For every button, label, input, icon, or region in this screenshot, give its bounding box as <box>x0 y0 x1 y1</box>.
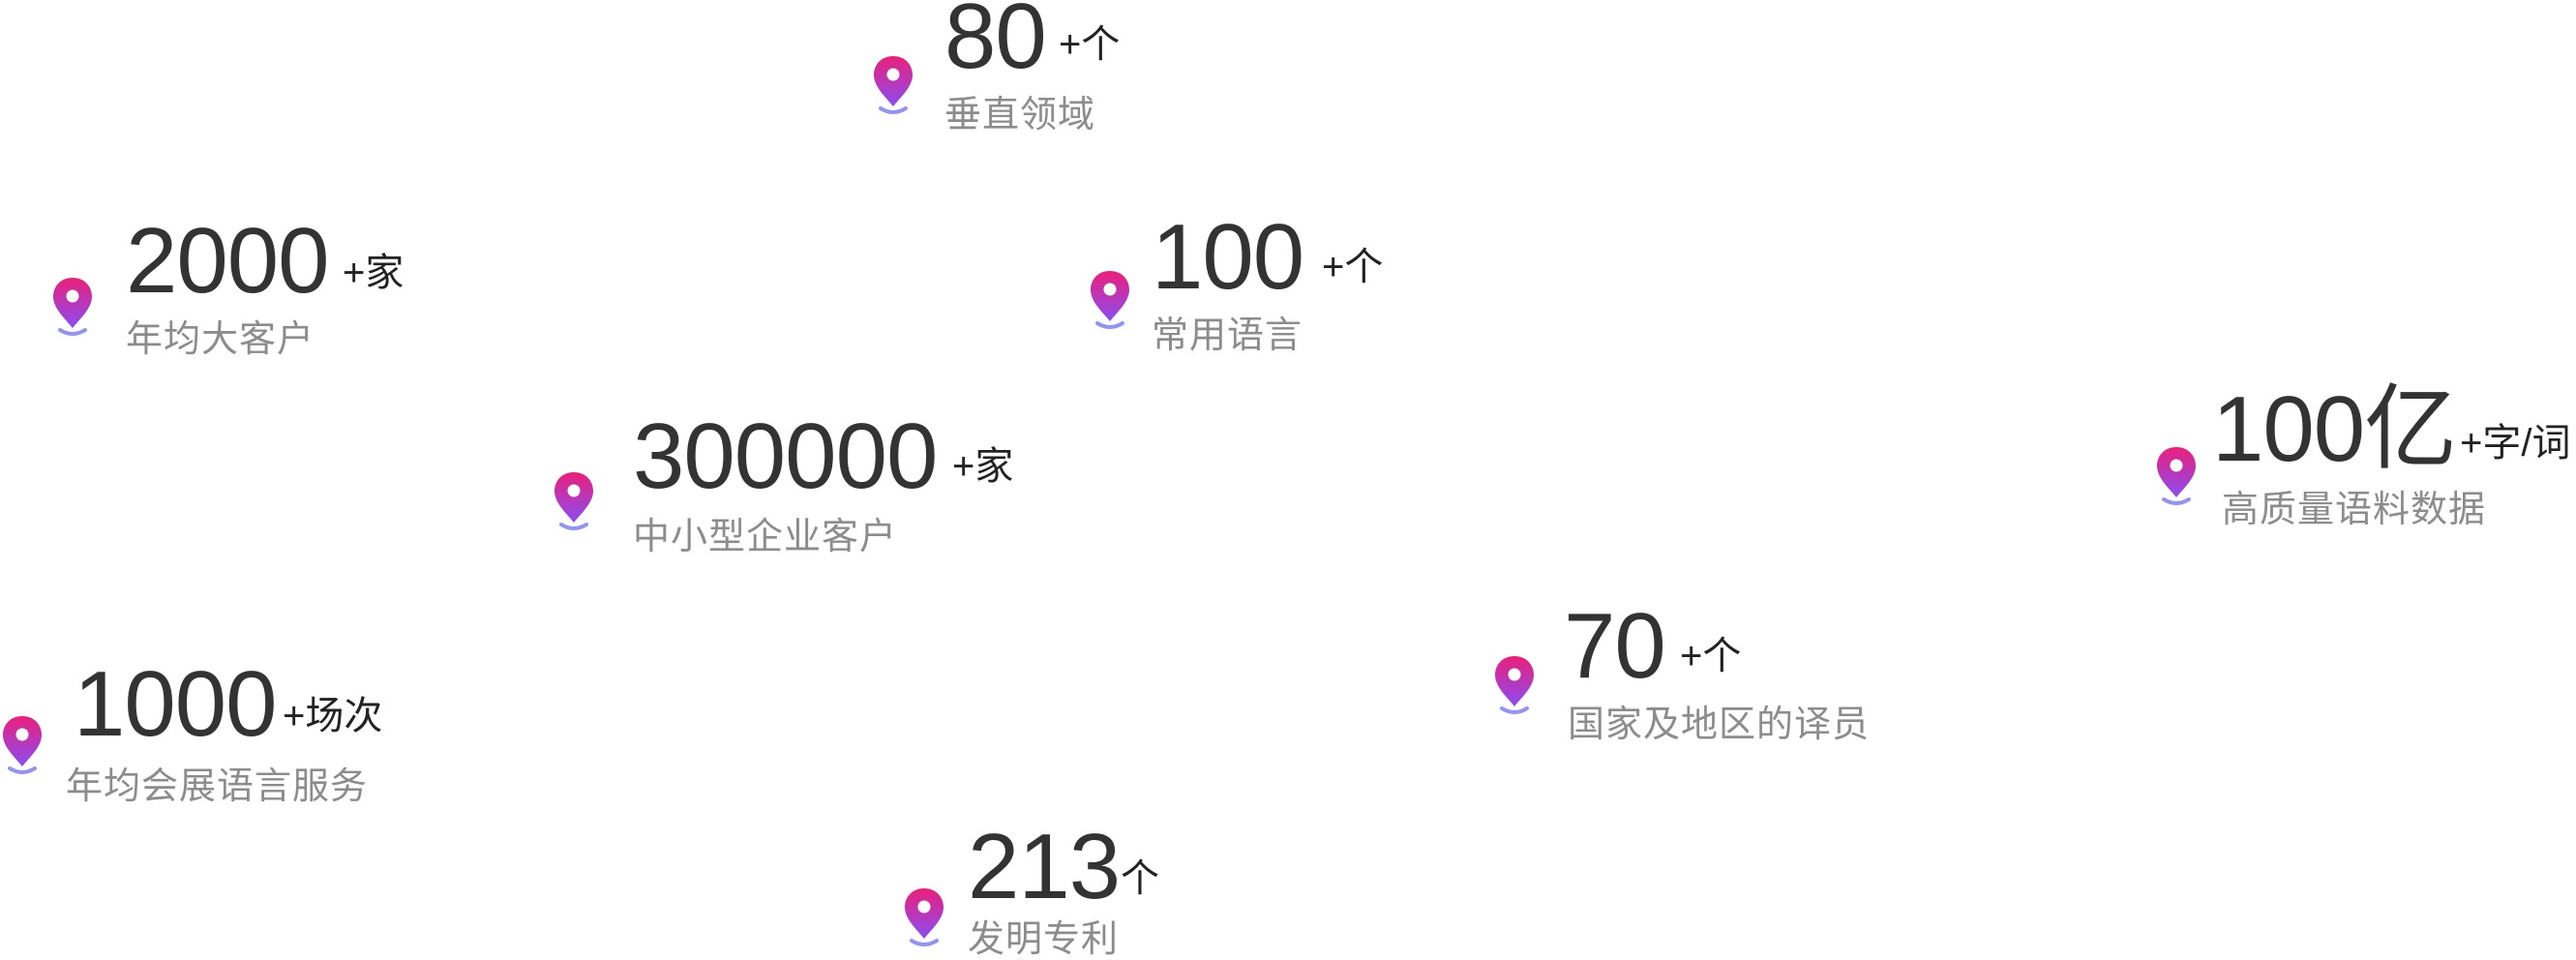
stat-label: 年均大客户 <box>126 319 315 360</box>
stat-suffix: +字/词 <box>2460 422 2571 465</box>
stat-common-languages: 100 +个 常用语言 <box>0 0 1383 354</box>
stat-number: 70 <box>1564 594 1666 698</box>
location-pin-icon <box>902 886 946 948</box>
stat-number: 100 <box>1152 205 1304 309</box>
stat-translators-countries: 70 +个 国家及地区的译员 <box>0 0 1869 743</box>
stat-label: 年均会展语言服务 <box>66 766 369 807</box>
stat-annual-major-clients: 2000 +家 年均大客户 <box>0 0 404 358</box>
stat-number: 80 <box>944 0 1047 88</box>
stat-number: 300000 <box>633 405 938 508</box>
stat-suffix: +个 <box>1680 635 1742 677</box>
stat-suffix: +家 <box>952 445 1014 488</box>
location-pin-icon <box>2154 445 2199 507</box>
stat-suffix: +场次 <box>283 695 383 737</box>
stat-label: 高质量语料数据 <box>2222 490 2487 530</box>
location-pin-icon <box>0 714 45 776</box>
stat-number: 213 <box>968 815 1121 918</box>
stat-suffix: 个 <box>1121 857 1159 900</box>
stat-sme-clients: 300000 +家 中小型企业客户 <box>0 0 1013 555</box>
stat-number: 2000 <box>126 209 330 313</box>
stat-exhibition-services: 1000 +场次 年均会展语言服务 <box>0 0 382 805</box>
stat-corpus-data: 100亿 +字/词 高质量语料数据 <box>0 0 2570 528</box>
location-pin-icon <box>552 470 596 532</box>
stat-number: 1000 <box>74 652 278 756</box>
stat-label: 国家及地区的译员 <box>1568 705 1871 745</box>
location-pin-icon <box>871 54 915 116</box>
location-pin-icon <box>1492 654 1537 716</box>
location-pin-icon <box>50 276 95 338</box>
stat-label: 中小型企业客户 <box>633 517 898 557</box>
location-pin-icon <box>1088 269 1132 331</box>
stat-number: 100亿 <box>2212 377 2457 481</box>
stat-suffix: +个 <box>1059 23 1121 66</box>
stat-suffix: +家 <box>343 252 404 294</box>
stat-vertical-domains: 80 +个 垂直领域 <box>0 0 1120 134</box>
stat-label: 发明专利 <box>968 919 1120 960</box>
stat-label: 常用语言 <box>1152 315 1303 356</box>
stat-patents: 213 个 发明专利 <box>0 0 1159 958</box>
stat-label: 垂直领域 <box>944 95 1096 135</box>
stat-suffix: +个 <box>1322 246 1384 288</box>
